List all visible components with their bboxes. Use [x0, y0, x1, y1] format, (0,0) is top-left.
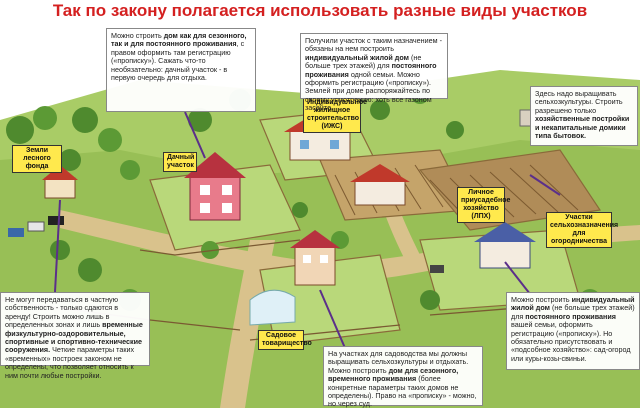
car-road — [430, 265, 444, 273]
callout-dacha: Можно строить дом как для сезонного, так… — [106, 28, 256, 112]
house-lph — [350, 164, 410, 206]
callout-lph: Можно построить индивидуальный жилой дом… — [506, 292, 640, 370]
label-izhs: Индивидуальное жилищное строительство (И… — [303, 97, 367, 133]
road-south — [220, 240, 275, 408]
page-title: Так по закону полагается использовать ра… — [52, 1, 588, 20]
parked-cars — [8, 216, 64, 237]
house-dacha — [184, 152, 246, 221]
greenhouse — [249, 289, 296, 326]
callout-selhoz: Здесь надо выращивать сельхозкультуры. С… — [530, 86, 638, 146]
label-sad: Садовое товарищество — [258, 330, 312, 350]
label-forest: Земли лесного фонда — [12, 145, 62, 173]
trees — [6, 86, 601, 329]
house-sad — [290, 230, 340, 286]
callout-sad: На участках для садоводства мы должны вы… — [323, 346, 483, 408]
callout-izhs: Получили участок с таким назначением - о… — [300, 33, 448, 112]
label-lph: Личное приусадебное хозяйство (ЛПХ) — [457, 187, 510, 223]
callout-forest: Не могут передаваться в частную собствен… — [0, 292, 150, 379]
label-selhoz: Участки сельхозназначения для огородниче… — [546, 212, 618, 248]
label-dacha: Дачный участок — [163, 152, 197, 172]
